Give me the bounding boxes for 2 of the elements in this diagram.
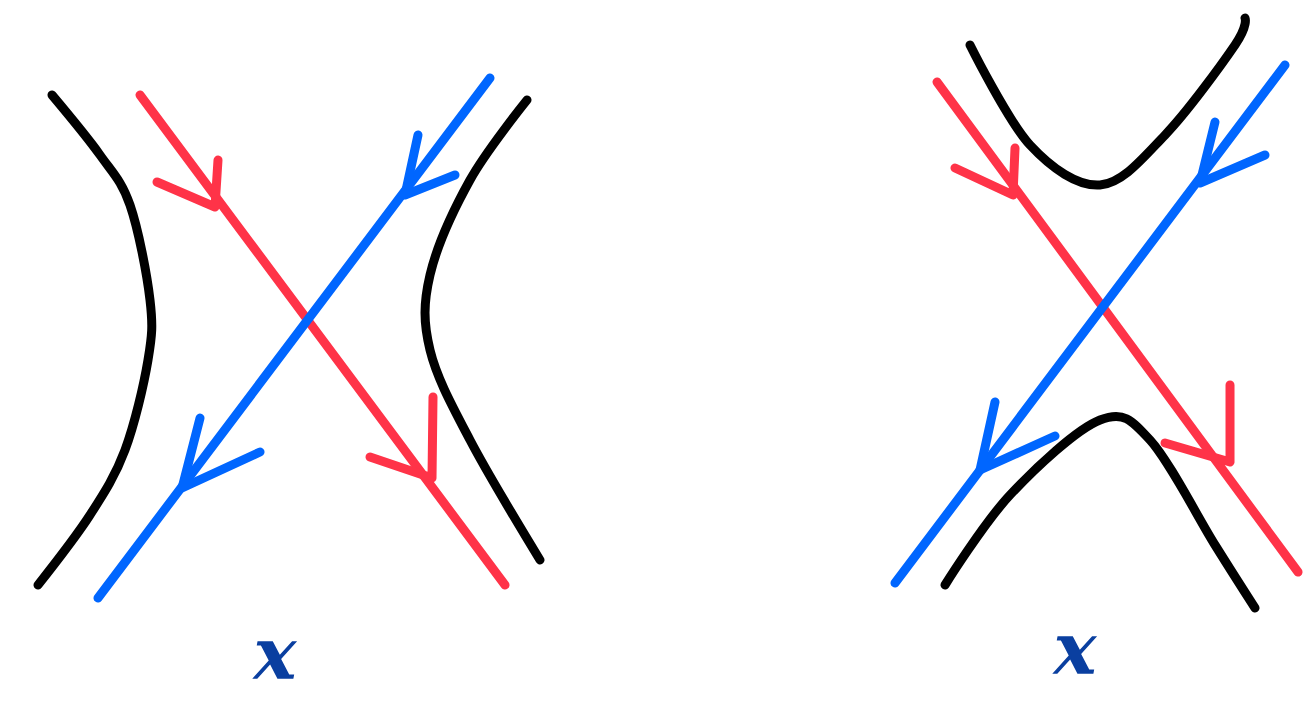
variable-label: x — [1052, 636, 1098, 674]
variable-label: x — [252, 641, 298, 679]
